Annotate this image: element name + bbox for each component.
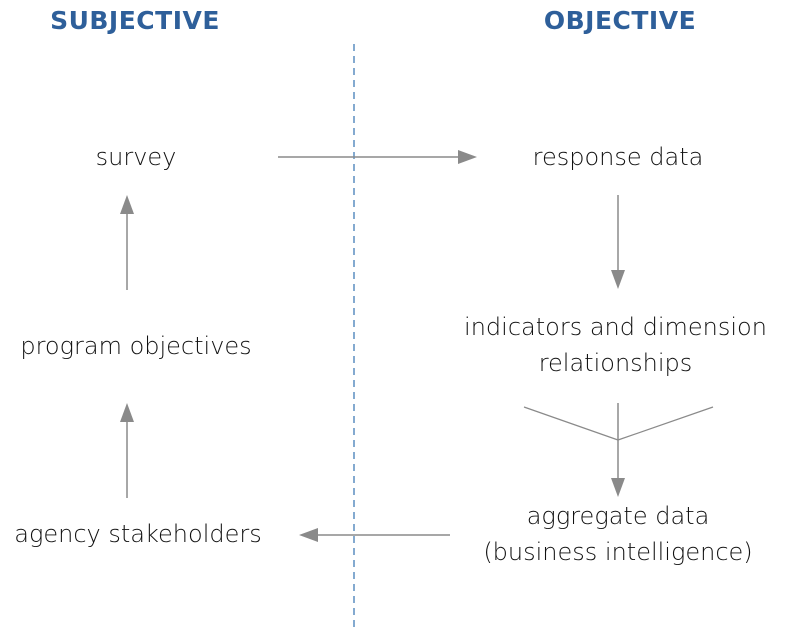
node-aggregate-line-2: (business intelligence) [483, 538, 753, 566]
node-agency-stakeholders: agency stakeholders [14, 520, 262, 548]
funnel-left [523, 406, 619, 441]
node-indicators-line-1: indicators and dimension [464, 313, 767, 341]
node-indicators-line-2: relationships [538, 349, 693, 377]
arrowhead-indicators-to-aggregate [611, 478, 625, 497]
node-program-objectives: program objectives [20, 332, 252, 360]
node-response-data: response data [532, 143, 704, 171]
heading-objective: OBJECTIVE [543, 6, 697, 35]
funnel-right [617, 406, 714, 441]
node-aggregate-data: aggregate data (business intelligence) [455, 498, 781, 570]
arrowhead-survey-to-response [458, 150, 477, 164]
node-survey: survey [95, 143, 177, 171]
arrowhead-response-to-indicators [611, 270, 625, 289]
heading-subjective: SUBJECTIVE [50, 6, 220, 35]
node-indicators: indicators and dimension relationships [446, 309, 785, 381]
node-aggregate-line-1: aggregate data [526, 502, 710, 530]
arrowhead-agency-to-program [120, 403, 134, 422]
arrowhead-program-to-survey [120, 195, 134, 214]
arrowhead-aggregate-to-agency [299, 528, 318, 542]
